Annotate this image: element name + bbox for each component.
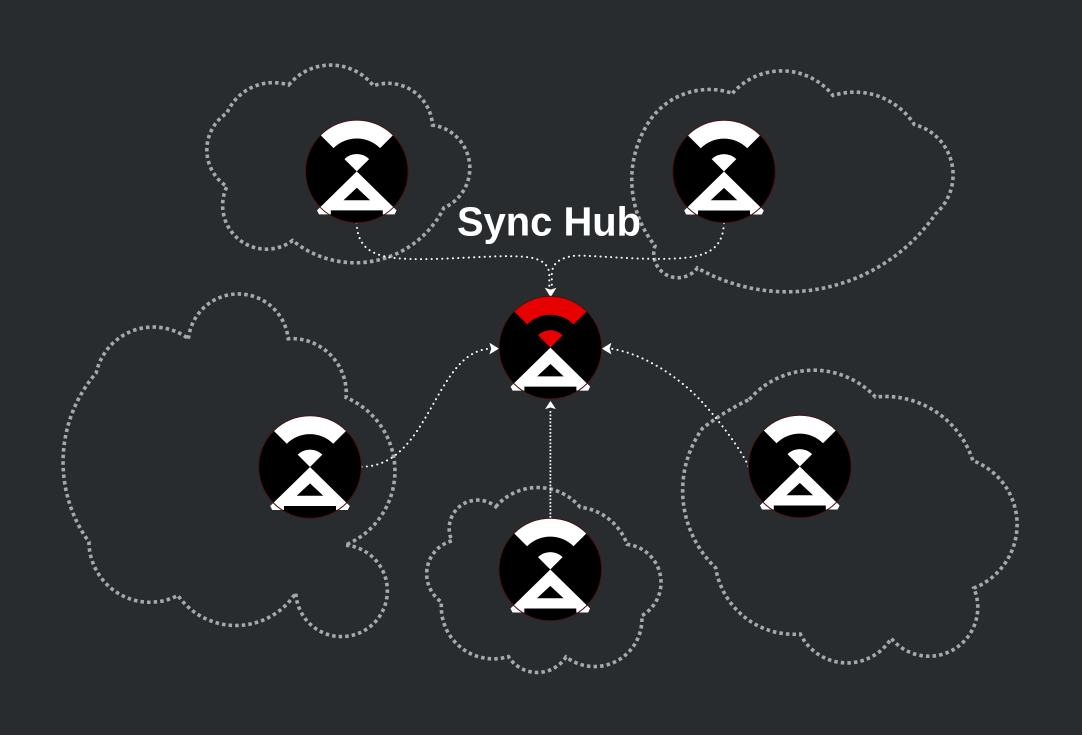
svg-text:Sync Hub: Sync Hub — [457, 199, 641, 245]
